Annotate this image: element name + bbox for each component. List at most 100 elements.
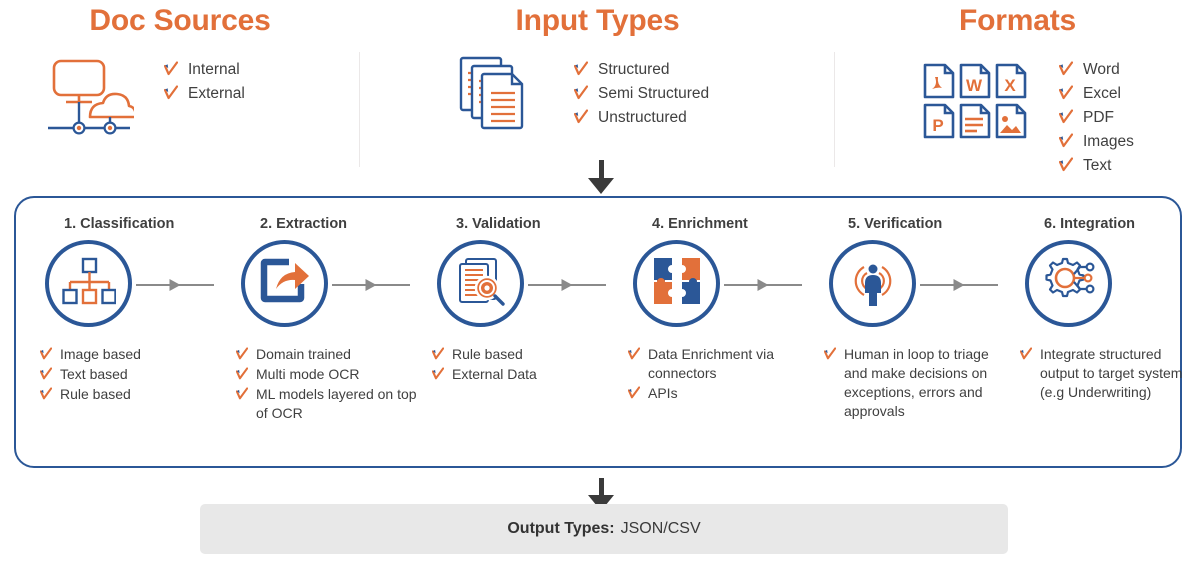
file-format-grid-icon: W X P: [915, 55, 1033, 148]
gear-network-icon: [1041, 256, 1097, 311]
list-item-label: Internal: [188, 61, 240, 78]
list-item-label: Data Enrichment via connectors: [648, 346, 775, 381]
step-icon-circle: [633, 240, 720, 327]
step-bullet-list: Integrate structured output to target sy…: [1019, 345, 1200, 402]
list-item: Human in loop to triage and make decisio…: [823, 345, 1007, 421]
step-bullet-list: Data Enrichment via connectors APIs: [627, 345, 811, 403]
check-icon: [39, 387, 53, 401]
pipeline-step-validation[interactable]: 3. Validation: [430, 216, 615, 385]
svg-text:W: W: [966, 76, 983, 95]
svg-text:P: P: [932, 116, 943, 135]
list-item: Image based: [39, 345, 223, 364]
check-icon: [235, 387, 249, 401]
connector-arrowhead: [561, 279, 573, 291]
right-arrow-icon-2-3: [332, 279, 410, 291]
page-title-doc-sources: Doc Sources: [89, 4, 271, 37]
check-icon: [573, 85, 589, 101]
list-item: APIs: [627, 384, 811, 403]
list-item-label: Image based: [60, 346, 141, 362]
header-divider-2: [834, 52, 835, 167]
pipeline-panel: 1. Classification: [14, 196, 1182, 468]
pipeline-step-classification[interactable]: 1. Classification: [38, 216, 223, 405]
step-icon-circle: [241, 240, 328, 327]
list-item-label: Unstructured: [598, 109, 687, 126]
check-icon: [1058, 109, 1074, 125]
check-icon: [627, 386, 641, 400]
list-item: External: [163, 83, 245, 104]
list-item: ML models layered on top of OCR: [235, 385, 419, 423]
pipeline-step-integration[interactable]: 6. Integration: [1018, 216, 1200, 403]
step-icon-circle: [45, 240, 132, 327]
list-item: Domain trained: [235, 345, 419, 364]
list-item: Integrate structured output to target sy…: [1019, 345, 1200, 402]
header-column-input-types: Input Types: [360, 0, 835, 192]
output-types-label: Output Types:: [507, 520, 615, 537]
list-item-label: Text based: [60, 366, 128, 382]
list-item-label: PDF: [1083, 109, 1114, 126]
step-icon-circle: [437, 240, 524, 327]
check-icon: [1058, 61, 1074, 77]
puzzle-pieces-icon: [652, 256, 702, 311]
check-icon: [235, 347, 249, 361]
list-item-label: Text: [1083, 157, 1112, 174]
list-item: External Data: [431, 365, 615, 384]
list-item-label: Rule based: [452, 346, 523, 362]
list-item: Text based: [39, 365, 223, 384]
step-title: 6. Integration: [1044, 216, 1136, 232]
step-title: 2. Extraction: [260, 216, 348, 232]
list-item-label: External: [188, 85, 245, 102]
step-title: 3. Validation: [456, 216, 541, 232]
right-arrow-icon-5-6: [920, 279, 998, 291]
step-icon-circle: [829, 240, 916, 327]
human-in-loop-icon: [847, 255, 899, 312]
header-divider-1: [359, 52, 360, 167]
connector-arrowhead: [757, 279, 769, 291]
step-title: 1. Classification: [64, 216, 175, 232]
list-item-label: Excel: [1083, 85, 1121, 102]
check-icon: [1058, 157, 1074, 173]
list-item-label: Integrate structured output to target sy…: [1040, 346, 1183, 400]
list-item: Text: [1058, 155, 1134, 176]
check-icon: [431, 367, 445, 381]
check-icon: [163, 61, 179, 77]
header-column-formats: Formats W: [835, 0, 1200, 192]
input-types-list: Structured Semi Structured: [573, 55, 709, 131]
arrow-shaft: [598, 160, 604, 178]
step-title: 5. Verification: [848, 216, 943, 232]
arrow-shaft: [598, 478, 604, 495]
check-icon: [1019, 347, 1033, 361]
export-share-arrow-icon: [259, 256, 311, 311]
pipeline-step-extraction[interactable]: 2. Extraction Domain trained Multi mode …: [234, 216, 419, 424]
powerpoint-file-icon: P: [923, 103, 955, 139]
list-item-label: Domain trained: [256, 346, 351, 362]
document-magnifier-icon: [454, 255, 508, 312]
check-icon: [39, 367, 53, 381]
formats-list: Word Excel: [1058, 55, 1134, 179]
page-title-input-types: Input Types: [515, 4, 680, 37]
check-icon: [573, 61, 589, 77]
pipeline-step-enrichment[interactable]: 4. Enrichment Data Enrichment via connec…: [626, 216, 811, 404]
header-row: Doc Sources: [0, 0, 1200, 192]
list-item-label: APIs: [648, 385, 678, 401]
pipeline-step-verification[interactable]: 5. Verification Human in loop t: [822, 216, 1007, 422]
network-cloud-desktop-icon: [42, 55, 138, 140]
check-icon: [1058, 133, 1074, 149]
check-icon: [235, 367, 249, 381]
pipeline-steps: 1. Classification: [16, 198, 1182, 466]
word-file-icon: W: [959, 63, 991, 99]
list-item-label: Human in loop to triage and make decisio…: [844, 346, 989, 419]
check-icon: [431, 347, 445, 361]
list-item-label: Multi mode OCR: [256, 366, 360, 382]
image-file-icon: [995, 103, 1027, 139]
doc-sources-list: Internal External: [163, 55, 245, 107]
connector-arrowhead: [169, 279, 181, 291]
step-bullet-list: Rule based External Data: [431, 345, 615, 384]
stacked-documents-icon: [458, 55, 534, 138]
output-types-bar: Output Types: JSON/CSV: [200, 504, 1008, 554]
step-bullet-list: Image based Text based Rule based: [39, 345, 223, 404]
step-title: 4. Enrichment: [652, 216, 748, 232]
list-item: Semi Structured: [573, 83, 709, 104]
check-icon: [163, 85, 179, 101]
list-item-label: External Data: [452, 366, 537, 382]
list-item: Excel: [1058, 83, 1134, 104]
